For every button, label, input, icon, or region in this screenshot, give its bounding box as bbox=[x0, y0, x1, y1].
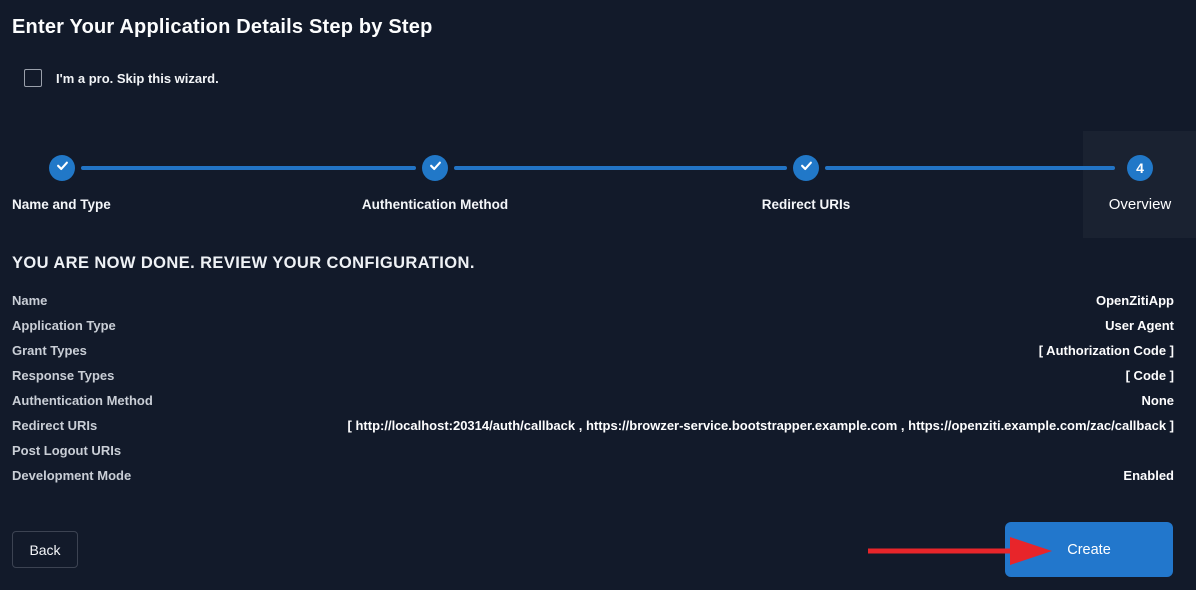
page-title: Enter Your Application Details Step by S… bbox=[12, 16, 433, 38]
step-label-authentication-method: Authentication Method bbox=[361, 197, 509, 212]
create-button[interactable]: Create bbox=[1005, 522, 1173, 577]
step-2-circle[interactable] bbox=[422, 155, 448, 181]
review-row-value: [ http://localhost:20314/auth/callback ,… bbox=[347, 418, 1174, 433]
review-row-value: [ Code ] bbox=[1125, 368, 1174, 383]
review-row: Redirect URIs [ http://localhost:20314/a… bbox=[12, 413, 1174, 438]
review-row: Application Type User Agent bbox=[12, 313, 1174, 338]
back-button[interactable]: Back bbox=[12, 531, 78, 568]
check-icon bbox=[55, 158, 70, 178]
check-icon bbox=[799, 158, 814, 178]
review-row-label: Redirect URIs bbox=[12, 418, 98, 433]
review-rows: Name OpenZitiApp Application Type User A… bbox=[12, 288, 1174, 488]
skip-wizard-checkbox[interactable] bbox=[24, 69, 42, 87]
review-row: Name OpenZitiApp bbox=[12, 288, 1174, 313]
review-row-value: Enabled bbox=[1123, 468, 1174, 483]
review-row-value: User Agent bbox=[1105, 318, 1174, 333]
review-row-label: Authentication Method bbox=[12, 393, 153, 408]
step-label-name-and-type: Name and Type bbox=[12, 197, 111, 212]
review-row-label: Name bbox=[12, 293, 48, 308]
review-row: Development Mode Enabled bbox=[12, 463, 1174, 488]
review-row: Authentication Method None bbox=[12, 388, 1174, 413]
review-row-label: Grant Types bbox=[12, 343, 87, 358]
review-row-label: Application Type bbox=[12, 318, 116, 333]
skip-wizard-label: I'm a pro. Skip this wizard. bbox=[56, 70, 219, 86]
active-step-highlight bbox=[1083, 131, 1196, 238]
review-row-value: OpenZitiApp bbox=[1096, 293, 1174, 308]
step-4-circle[interactable]: 4 bbox=[1127, 155, 1153, 181]
review-row: Post Logout URIs bbox=[12, 438, 1174, 463]
skip-wizard-row: I'm a pro. Skip this wizard. bbox=[24, 69, 219, 87]
review-row-value: None bbox=[1141, 393, 1175, 408]
review-row-label: Post Logout URIs bbox=[12, 443, 122, 458]
wizard-stepper: 4 Name and Type Authentication Method Re… bbox=[0, 130, 1196, 238]
review-row-value: [ Authorization Code ] bbox=[1038, 343, 1174, 358]
stepper-connector bbox=[825, 166, 1115, 170]
step-3-circle[interactable] bbox=[793, 155, 819, 181]
review-row-label: Development Mode bbox=[12, 468, 132, 483]
step-4-number: 4 bbox=[1136, 160, 1144, 176]
step-label-overview: Overview bbox=[1108, 196, 1172, 213]
stepper-connector bbox=[81, 166, 416, 170]
review-heading: YOU ARE NOW DONE. REVIEW YOUR CONFIGURAT… bbox=[12, 254, 475, 272]
stepper-connector bbox=[454, 166, 787, 170]
review-row: Response Types [ Code ] bbox=[12, 363, 1174, 388]
step-1-circle[interactable] bbox=[49, 155, 75, 181]
review-row: Grant Types [ Authorization Code ] bbox=[12, 338, 1174, 363]
check-icon bbox=[428, 158, 443, 178]
step-label-redirect-uris: Redirect URIs bbox=[761, 197, 851, 212]
review-row-label: Response Types bbox=[12, 368, 115, 383]
